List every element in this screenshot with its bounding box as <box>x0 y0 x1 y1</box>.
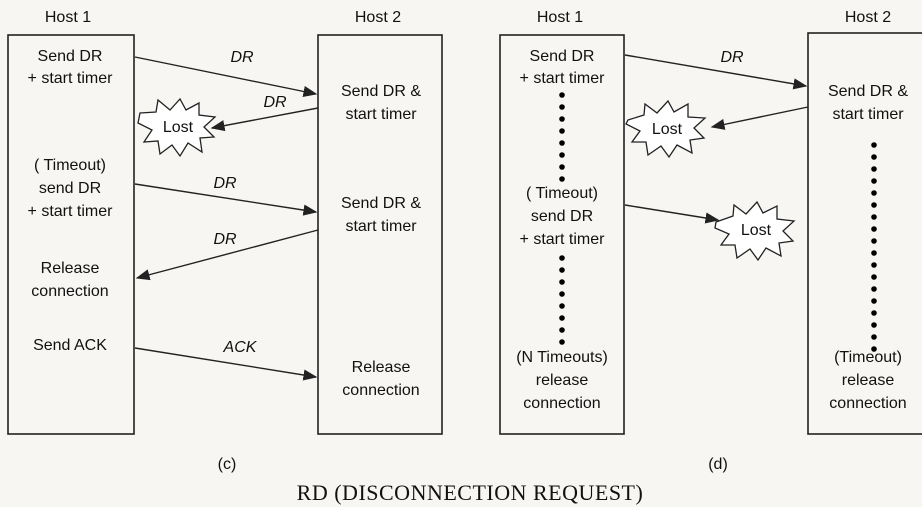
c-host2-box <box>317 34 443 435</box>
c-h1-send-ack: Send ACK <box>33 337 107 354</box>
d-host1-title: Host 1 <box>537 9 583 26</box>
c-h1-step1-line1: Send DR <box>38 48 103 65</box>
c-h1-step2-line1: ( Timeout) <box>34 157 106 174</box>
d-arrow-dr-1-label: DR <box>720 49 744 66</box>
c-h1-step2-line2: send DR <box>39 180 101 197</box>
d-arrow-dr-2 <box>710 106 809 130</box>
d-h2-step1-line2: start timer <box>832 106 904 123</box>
d-lost-burst-1 <box>625 99 707 159</box>
c-h2-release-line2: connection <box>342 382 419 399</box>
c-arrow-dr-3-label: DR <box>213 175 237 192</box>
c-h2-step2-line1: Send DR & <box>341 195 421 212</box>
d-lost-burst-2 <box>714 200 796 262</box>
c-host1-title: Host 1 <box>45 9 91 26</box>
c-h2-step1-line2: start timer <box>345 106 417 123</box>
d-arrow-dr-3 <box>624 204 720 224</box>
d-host2-title: Host 2 <box>845 9 891 26</box>
c-arrow-dr-1 <box>134 56 318 97</box>
c-arrow-dr-3 <box>134 183 318 216</box>
c-lost-label: Lost <box>163 119 194 136</box>
panel-d: Host 1 Host 2 Send DR + start timer ( Ti… <box>499 9 922 473</box>
d-h1-release-line3: connection <box>523 395 600 412</box>
c-arrow-ack <box>134 347 318 381</box>
c-panel-label: (c) <box>218 456 237 473</box>
c-h1-release-line2: connection <box>31 283 108 300</box>
d-lost-label-1: Lost <box>652 121 683 138</box>
d-h1-step2-line3: + start timer <box>520 231 606 248</box>
panel-c: Host 1 Host 2 Send DR + start timer ( Ti… <box>7 9 443 473</box>
c-arrow-dr-2 <box>210 107 319 132</box>
c-h2-step2-line2: start timer <box>345 218 417 235</box>
d-h1-step1-line1: Send DR <box>530 48 595 65</box>
figure-caption: RD (DISCONNECTION REQUEST) <box>297 480 644 505</box>
c-h1-step2-line3: + start timer <box>28 203 114 220</box>
d-h1-step2-line2: send DR <box>531 208 593 225</box>
c-arrow-ack-label: ACK <box>223 339 258 356</box>
d-h1-release-line1: (N Timeouts) <box>516 349 608 366</box>
d-host1-box <box>499 34 625 435</box>
c-arrow-dr-4 <box>135 229 319 281</box>
c-arrow-dr-2-label: DR <box>263 94 287 111</box>
c-h2-release-line1: Release <box>352 359 411 376</box>
d-h2-step1-line1: Send DR & <box>828 83 908 100</box>
c-arrow-dr-4-label: DR <box>213 231 237 248</box>
d-arrow-dr-1 <box>624 54 808 90</box>
c-h2-step1-line1: Send DR & <box>341 83 421 100</box>
d-h1-step1-line2: + start timer <box>520 70 606 87</box>
c-h1-release-line1: Release <box>41 260 100 277</box>
d-h2-timer-dots <box>871 142 877 352</box>
d-h1-step2-line1: ( Timeout) <box>526 185 598 202</box>
d-h2-release-line3: connection <box>829 395 906 412</box>
d-h1-timer-dots-upper <box>559 92 565 182</box>
d-panel-label: (d) <box>708 456 728 473</box>
d-h1-timer-dots-lower <box>559 255 565 345</box>
d-h2-release-line2: release <box>842 372 895 389</box>
d-h1-release-line2: release <box>536 372 589 389</box>
c-h1-step1-line2: + start timer <box>28 70 114 87</box>
d-host2-box <box>807 32 922 435</box>
d-lost-label-2: Lost <box>741 222 772 239</box>
c-host1-box <box>7 34 135 435</box>
c-host2-title: Host 2 <box>355 9 401 26</box>
c-lost-burst <box>137 97 217 158</box>
d-h2-release-line1: (Timeout) <box>834 349 902 366</box>
c-arrow-dr-1-label: DR <box>230 49 254 66</box>
